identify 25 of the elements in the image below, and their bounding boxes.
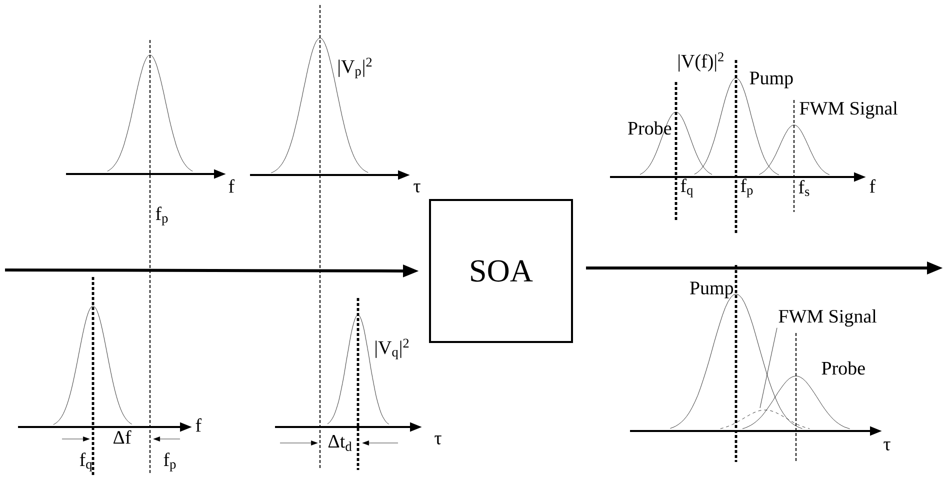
axis-label: FWM Signal (800, 101, 898, 119)
axis-label: Pump (690, 282, 734, 298)
axis-label: |V$_{q}$|$^{2}$ (376, 338, 409, 360)
curve-label: FWM Signal (778, 309, 877, 327)
axis-label: Δf (113, 430, 132, 444)
axis-label: f$_{p}$ (740, 178, 753, 198)
axis-label: |V$_{p}$|$^{2}$ (338, 58, 372, 78)
leader-line (760, 328, 778, 408)
axis-label: f (870, 179, 876, 193)
axis-label: |V(f)|$^{2}$ (678, 52, 724, 72)
axis-label: τ (414, 184, 420, 192)
axis-label: Probe (822, 361, 865, 375)
axis-label: f$_{p}$ (164, 452, 176, 472)
axis-label: Probe (628, 121, 672, 135)
axis-label: Pump (750, 72, 793, 88)
axis-label: f$_{q}$ (680, 178, 693, 198)
axis-label: f$_{p}$ (156, 206, 168, 226)
axis-label: τ (434, 436, 442, 444)
axis-label: f$_{s}$ (798, 180, 810, 196)
axis-label: τ (884, 442, 890, 450)
soa-box: SOA (429, 199, 573, 343)
axis-label: f (196, 418, 202, 432)
axis-label: f (228, 179, 235, 193)
axis-label: Δt$_{d}$ (328, 435, 352, 451)
axis-label: f$_{q}$ (80, 452, 92, 472)
